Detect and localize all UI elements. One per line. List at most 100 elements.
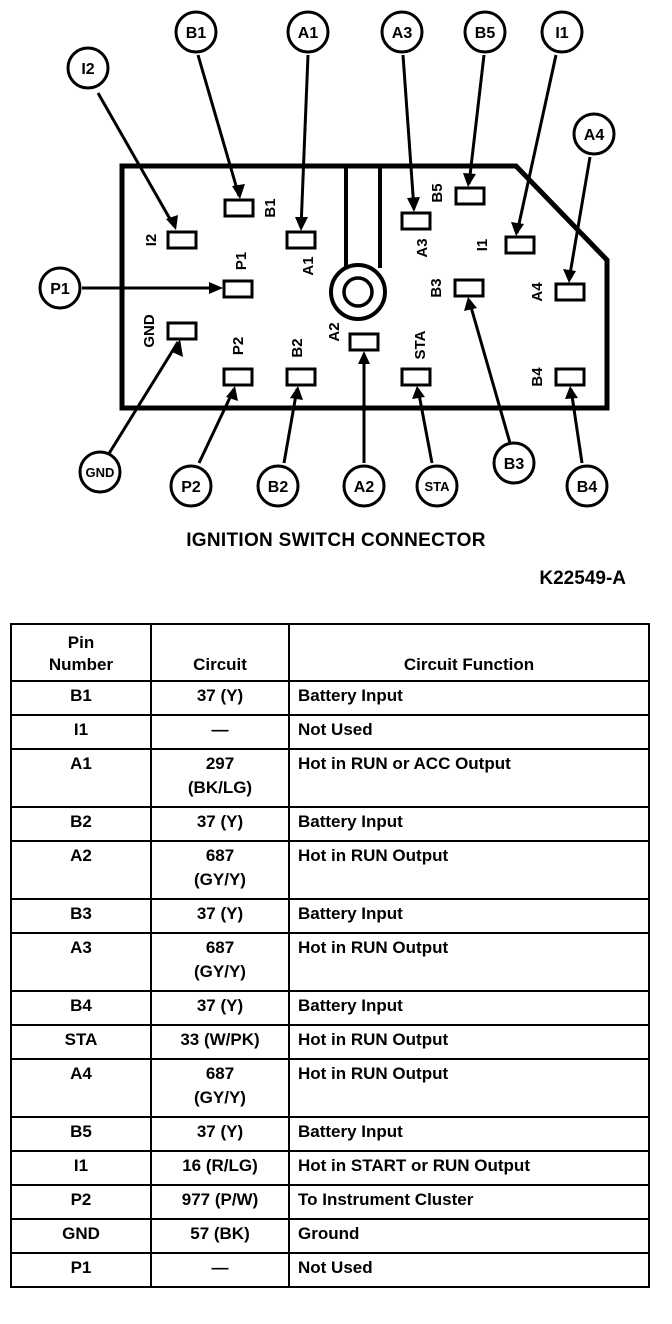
cell-circuit: 687(GY/Y) (150, 840, 290, 900)
cell-circuit-color: (GY/Y) (194, 870, 246, 889)
terminal-b2 (285, 367, 317, 387)
callout-gnd: GND (86, 465, 115, 480)
terminal-a1 (285, 230, 317, 250)
cell-pin: A1 (10, 748, 152, 808)
callout-i1-circle (540, 10, 584, 54)
cell-circuit-number: 37 (Y) (196, 1122, 244, 1141)
table-header-row: Pin Number Circuit Circuit Function (10, 623, 650, 682)
callout-p1-circle (38, 266, 82, 310)
cell-circuit: — (150, 1252, 290, 1288)
callout-b3: B3 (504, 456, 525, 473)
cell-circuit: 37 (Y) (150, 898, 290, 934)
header-pin-line2: Number (48, 655, 114, 674)
cell-circuit: 687(GY/Y) (150, 1058, 290, 1118)
arrow-b5 (463, 173, 476, 187)
table-row: P1—Not Used (10, 1252, 650, 1288)
leader-i2 (96, 92, 176, 227)
arrow-gnd (172, 339, 183, 357)
pin-label-b5: B5 (429, 183, 446, 202)
arrow-b1 (232, 184, 245, 199)
leader-b1 (196, 54, 241, 197)
arrow-b2 (290, 386, 303, 400)
callout-a3: A3 (392, 25, 413, 42)
terminal-b5 (454, 186, 486, 206)
header-circuit-function: Circuit Function (288, 623, 650, 682)
arrow-i2 (166, 215, 178, 230)
cell-pin: STA (10, 1024, 152, 1060)
terminal-i1 (504, 235, 536, 255)
arrow-a3 (407, 197, 420, 212)
header-circuit: Circuit (150, 623, 290, 682)
leader-i1 (515, 54, 558, 234)
pin-label-p2: P2 (230, 337, 247, 355)
cell-function: Hot in RUN or ACC Output (288, 748, 650, 808)
table-row: P2 977 (P/W) To Instrument Cluster (10, 1184, 650, 1220)
cell-function: To Instrument Cluster (288, 1184, 650, 1220)
terminal-b3 (453, 278, 485, 298)
callout-a4-circle (572, 112, 616, 156)
cell-pin: A2 (10, 840, 152, 900)
cell-function: Battery Input (288, 990, 650, 1026)
leader-a3 (401, 54, 416, 210)
cell-circuit: 37 (Y) (150, 680, 290, 716)
cell-function: Hot in RUN Output (288, 1058, 650, 1118)
cell-pin: B3 (10, 898, 152, 934)
callout-p2-circle (169, 464, 213, 508)
callout-b2-circle (256, 464, 300, 508)
cell-pin: A3 (10, 932, 152, 992)
callout-a2: A2 (354, 479, 375, 496)
cell-function: Hot in RUN Output (288, 840, 650, 900)
leader-sta (416, 388, 434, 464)
callout-b5-circle (463, 10, 507, 54)
callout-i1: I1 (555, 25, 568, 42)
cell-pin: GND (10, 1218, 152, 1254)
cell-circuit-color: (GY/Y) (194, 1088, 246, 1107)
callout-a1: A1 (298, 25, 319, 42)
cell-circuit-color: (BK/LG) (187, 778, 253, 797)
center-ring-inner (342, 276, 374, 308)
callout-b1: B1 (186, 25, 207, 42)
terminal-sta (400, 367, 432, 387)
callout-p1: P1 (50, 281, 70, 298)
cell-circuit: 37 (Y) (150, 806, 290, 842)
connector-housing (119, 163, 610, 411)
table-row: I1—Not Used (10, 714, 650, 750)
pin-label-a2: A2 (326, 322, 343, 341)
cell-pin: P2 (10, 1184, 152, 1220)
arrow-p2 (226, 386, 238, 401)
pin-label-gnd: GND (141, 314, 158, 348)
cell-function: Hot in RUN Output (288, 1024, 650, 1060)
cell-circuit-number: 37 (Y) (196, 904, 244, 923)
cell-circuit: 977 (P/W) (150, 1184, 290, 1220)
callout-a2-circle (342, 464, 386, 508)
arrow-a2 (358, 351, 370, 364)
arrow-a1 (295, 217, 308, 231)
diagram-caption: IGNITION SWITCH CONNECTOR (186, 530, 486, 551)
reference-code: K22549-A (539, 568, 626, 589)
terminal-i2 (166, 230, 198, 250)
cell-circuit-number: 37 (Y) (196, 812, 244, 831)
cell-function: Ground (288, 1218, 650, 1254)
callout-sta: STA (424, 479, 450, 494)
cell-circuit-number: 977 (P/W) (181, 1190, 259, 1209)
cell-function: Hot in RUN Output (288, 932, 650, 992)
cell-function: Hot in START or RUN Output (288, 1150, 650, 1186)
cell-circuit-number: 16 (R/LG) (182, 1156, 258, 1175)
cell-function: Not Used (288, 1252, 650, 1288)
terminal-p2 (222, 367, 254, 387)
callout-b3-circle (492, 441, 536, 485)
connector-diagram: I2 B1 A1 A3 B5 I1 A4 P1 GND P2 B2 A2 STA… (38, 10, 616, 508)
arrow-b4 (565, 386, 578, 399)
cell-pin: I1 (10, 714, 152, 750)
cell-circuit-color: (GY/Y) (194, 962, 246, 981)
terminal-gnd (166, 321, 198, 341)
arrow-a4 (563, 269, 576, 283)
